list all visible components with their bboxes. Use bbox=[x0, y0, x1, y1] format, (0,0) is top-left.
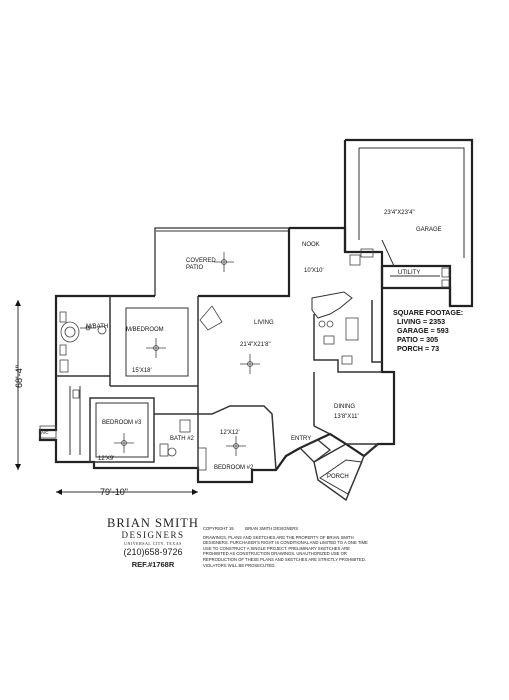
width-dimension: 79'-10" bbox=[100, 487, 128, 497]
bedroom2-dim-label: 12'X12' bbox=[220, 430, 240, 436]
copyright-text: DRAWINGS, PLANS AND SKETCHES ARE THE PRO… bbox=[203, 534, 368, 568]
sqft-living: LIVING = 2353 bbox=[397, 317, 446, 326]
bedroom2-label: BEDROOM #2 bbox=[214, 465, 254, 471]
square-footage-box: SQUARE FOOTAGE: LIVING = 2353 GARAGE = 5… bbox=[393, 308, 463, 353]
dining-label: DINING bbox=[334, 404, 355, 410]
m-bedroom-label: M/BEDROOM bbox=[126, 327, 164, 333]
designer-name: BRIAN SMITH bbox=[107, 516, 199, 530]
bath2-label: BATH #2 bbox=[170, 436, 195, 442]
garage-block bbox=[343, 138, 474, 308]
m-bedroom-dim-label: 15'X18' bbox=[132, 368, 152, 374]
nook-dim-label: 10'X10' bbox=[304, 268, 324, 274]
bedroom3-label: BEDROOM #3 bbox=[102, 420, 142, 426]
copyright-line: COPYRIGHT 19 BRIAN SMITH DESIGNERS bbox=[203, 526, 299, 531]
dining-dim-label: 13'8"X11' bbox=[334, 414, 359, 420]
sqft-porch: PORCH = 73 bbox=[397, 344, 440, 353]
depth-dimension: 68'-4" bbox=[14, 365, 24, 388]
entry-label: ENTRY bbox=[291, 436, 311, 442]
ac-label: A/C bbox=[41, 430, 49, 435]
interior-walls bbox=[39, 252, 382, 502]
utility-label: UTILITY bbox=[398, 270, 420, 276]
copyright-notes: COPYRIGHT 19 BRIAN SMITH DESIGNERS DRAWI… bbox=[203, 526, 375, 568]
square-footage-heading: SQUARE FOOTAGE: bbox=[393, 308, 464, 317]
garage-label: GARAGE bbox=[416, 227, 442, 233]
designer-location: UNIVERSAL CITY, TEXAS bbox=[124, 541, 182, 546]
nook-label: NOOK bbox=[302, 242, 320, 248]
dimension-lines bbox=[15, 300, 198, 495]
living-label: LIVING bbox=[254, 320, 274, 326]
house-outline bbox=[38, 226, 396, 484]
sqft-patio: PATIO = 305 bbox=[397, 335, 439, 344]
bedroom3-dim-label: 12'X9' bbox=[98, 456, 114, 462]
porch-label: PORCH bbox=[327, 474, 349, 480]
garage-dim-label: 23'4"X23'4" bbox=[384, 210, 415, 216]
m-bath-label: M/BATH bbox=[86, 324, 108, 330]
designer-ref: REF.#1768R bbox=[131, 560, 175, 569]
living-dim-label: 21'4"X21'8" bbox=[240, 342, 271, 348]
designer-sub: DESIGNERS bbox=[121, 530, 185, 540]
designer-phone: (210)658-9726 bbox=[123, 547, 183, 557]
sqft-garage: GARAGE = 593 bbox=[397, 326, 449, 335]
